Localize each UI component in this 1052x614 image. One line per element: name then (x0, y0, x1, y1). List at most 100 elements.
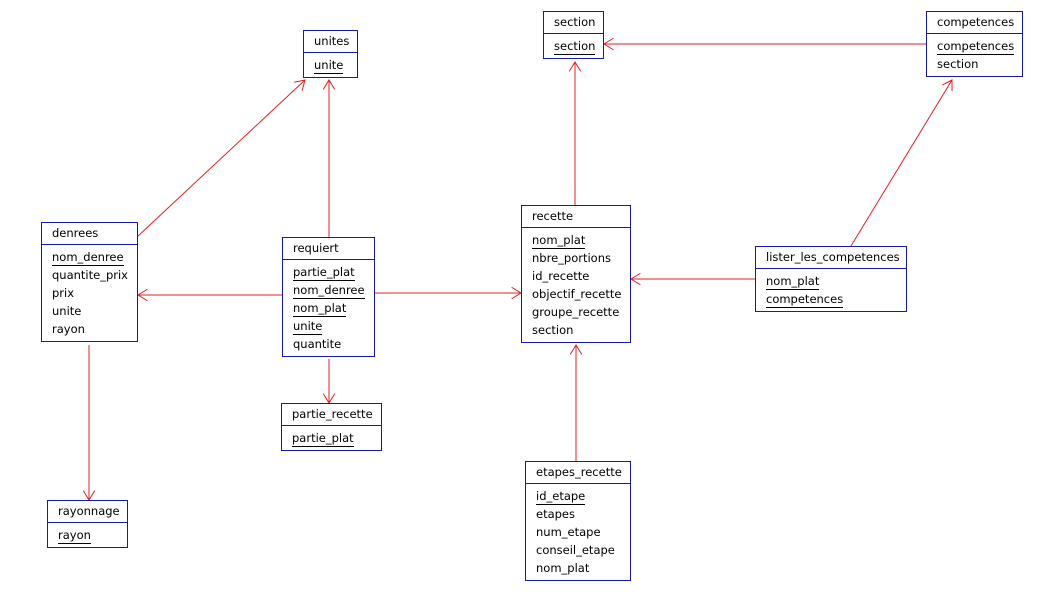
field: conseil_etape (536, 542, 620, 560)
key-field: nom_denree (293, 282, 365, 300)
arrowhead (603, 37, 614, 51)
field: section (937, 56, 1012, 74)
key-field: nom_plat (766, 273, 896, 291)
entity-unites[interactable]: unites unite (303, 30, 358, 78)
field-name: unite (314, 58, 344, 74)
field-list: rayon (48, 523, 127, 547)
key-field: section (554, 38, 596, 56)
field-name: prix (52, 286, 75, 300)
field: quantite (293, 336, 364, 354)
field: num_etape (536, 524, 620, 542)
field: groupe_recette (532, 304, 620, 322)
field-name: nbre_portions (532, 251, 611, 265)
field-name: nom_plat (293, 301, 347, 317)
field-name: quantite_prix (52, 268, 128, 282)
entity-title: lister_les_competences (766, 250, 900, 264)
field-name: section (554, 39, 596, 55)
relationship-lister_les_competences-to-competences (850, 79, 953, 247)
relationship-recette-to-section (568, 61, 582, 205)
field-name: nom_denree (293, 283, 365, 299)
entity-title: requiert (293, 241, 339, 255)
relationship-requiert-to-denrees (137, 288, 282, 302)
field-name: partie_plat (292, 431, 354, 447)
arrowhead (137, 288, 148, 302)
field-name: competences (766, 292, 844, 308)
arrowhead (294, 79, 306, 91)
key-field: competences (766, 291, 896, 309)
field-name: objectif_recette (532, 287, 622, 301)
key-field: nom_plat (293, 300, 364, 318)
field-name: nom_plat (536, 561, 590, 575)
field-name: nom_denree (52, 250, 124, 266)
field-list: nom_plat nbre_portions id_recette objectif_… (522, 228, 630, 342)
relationship-requiert-to-recette (375, 286, 522, 300)
field-name: section (937, 57, 979, 71)
field: nbre_portions (532, 250, 620, 268)
field-name: conseil_etape (536, 543, 615, 557)
field: prix (52, 285, 127, 303)
entity-title: denrees (52, 226, 99, 240)
key-field: partie_plat (292, 430, 371, 448)
field-name: num_etape (536, 525, 601, 539)
field-name: groupe_recette (532, 305, 620, 319)
key-field: unite (314, 57, 347, 75)
entity-title: partie_recette (292, 407, 373, 421)
field-list: section (544, 34, 603, 58)
entity-competences[interactable]: competences competences section (926, 11, 1023, 77)
field-name: etapes (536, 507, 575, 521)
entity-partie-recette[interactable]: partie_recette partie_plat (281, 403, 382, 451)
relationship-etapes_recette-to-recette (569, 344, 583, 461)
field-name: unite (293, 319, 323, 335)
field-name: rayon (52, 322, 85, 336)
field: rayon (52, 321, 127, 339)
entity-title: section (554, 15, 596, 29)
arrowhead (569, 344, 583, 355)
key-field: rayon (58, 527, 117, 545)
field-name: partie_plat (293, 265, 355, 281)
relationship-lister_les_competences-to-recette (630, 272, 755, 286)
key-field: partie_plat (293, 264, 364, 282)
field: quantite_prix (52, 267, 128, 285)
key-field: unite (293, 318, 364, 336)
entity-title: rayonnage (58, 504, 120, 518)
relationship-competences-to-section (603, 37, 926, 51)
field-name: competences (937, 39, 1015, 55)
entity-rayonnage[interactable]: rayonnage rayon (47, 500, 128, 548)
field-name: id_recette (532, 269, 590, 283)
field-name: nom_plat (766, 274, 820, 290)
relationship-denrees-to-rayonnage (82, 345, 96, 501)
field-list: nom_plat competences (756, 269, 906, 311)
field-list: partie_plat (282, 426, 381, 450)
field-list: unite (304, 53, 357, 77)
field-name: rayon (58, 528, 91, 544)
field-name: nom_plat (532, 233, 586, 249)
field: etapes (536, 506, 620, 524)
relationship-requiert-to-unites (322, 79, 336, 237)
arrowhead (322, 79, 336, 90)
field: unite (52, 303, 127, 321)
key-field: competences (937, 38, 1015, 56)
key-field: nom_denree (52, 249, 127, 267)
arrowhead (941, 79, 953, 92)
entity-title: unites (314, 34, 350, 48)
entity-title: competences (937, 15, 1015, 29)
arrowhead (568, 61, 582, 72)
field: nom_plat (536, 560, 620, 578)
relationship-requiert-to-partie_recette (322, 359, 336, 404)
relationship-denrees-to-unites (136, 79, 306, 238)
field: id_recette (532, 268, 620, 286)
arrowhead (630, 272, 641, 286)
field-name: id_etape (536, 489, 586, 505)
entity-lister-les-competences[interactable]: lister_les_competences nom_plat competenc… (755, 246, 907, 312)
entity-section[interactable]: section section (543, 11, 604, 59)
key-field: nom_plat (532, 232, 620, 250)
field-list: competences section (927, 34, 1022, 76)
field: objectif_recette (532, 286, 622, 304)
